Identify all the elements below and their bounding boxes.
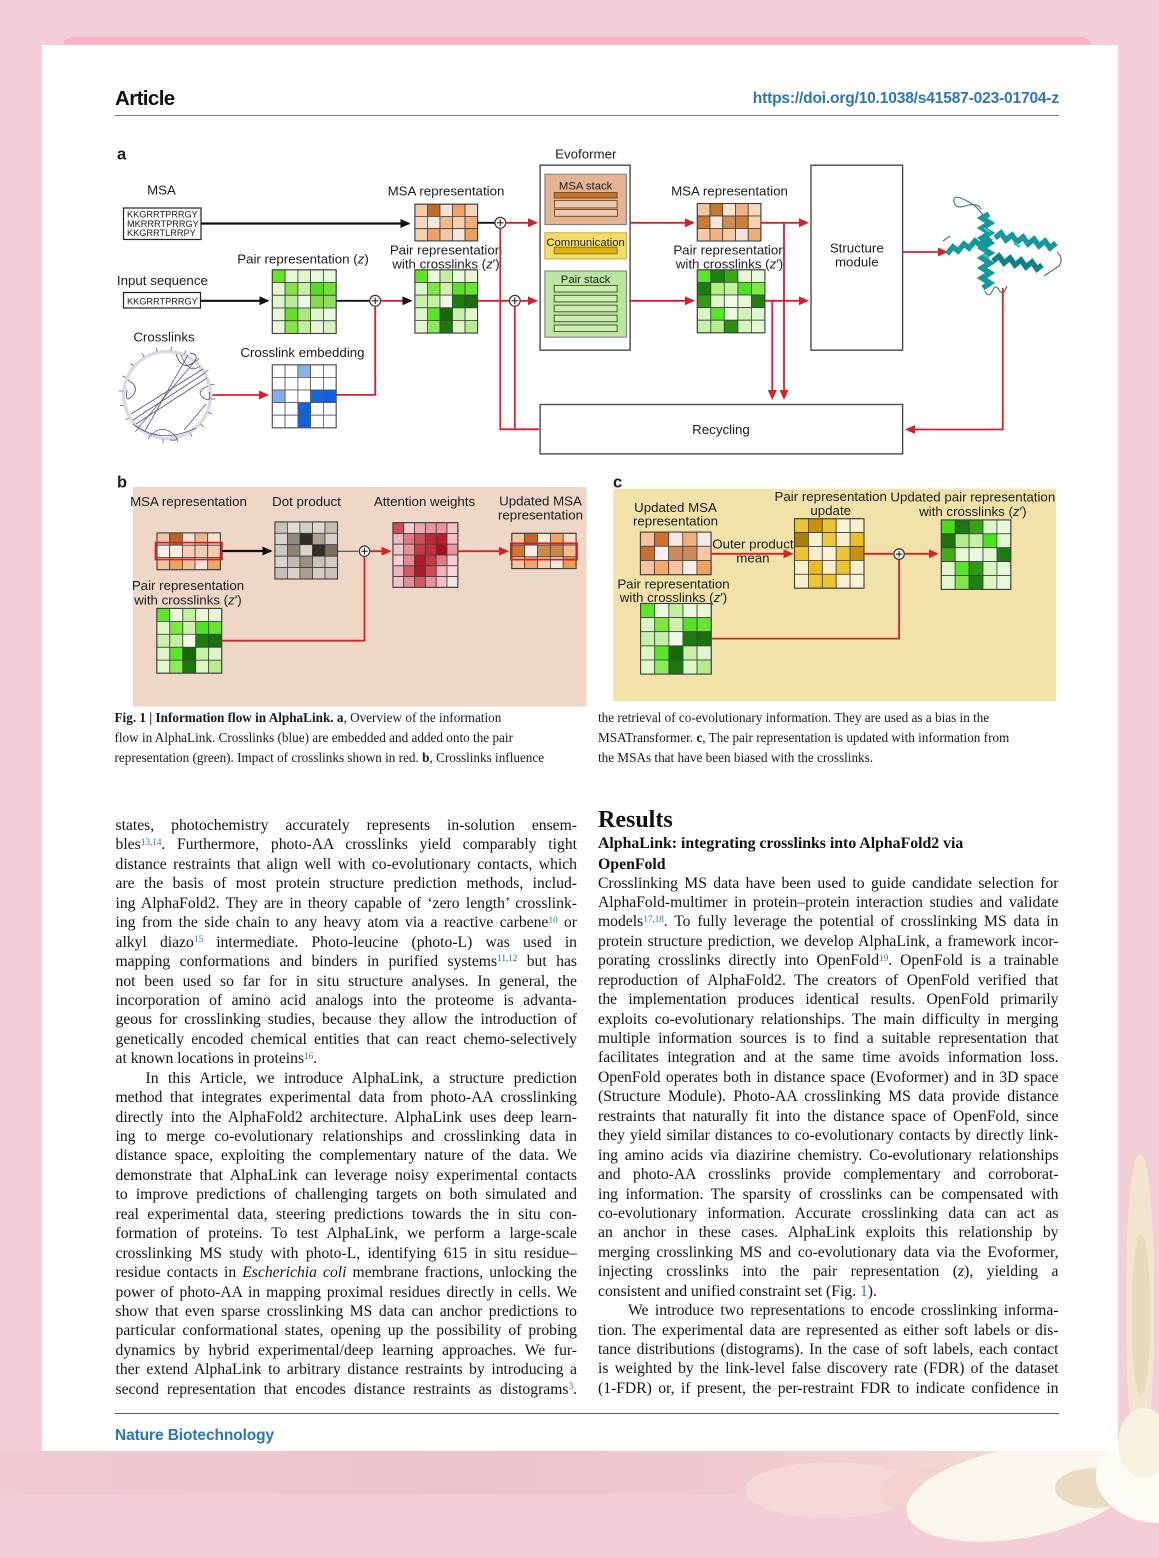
svg-text:MSA representation: MSA representation — [671, 184, 788, 199]
svg-text:Pair representation: Pair representation — [673, 242, 785, 257]
svg-text:Attention weights: Attention weights — [374, 494, 476, 509]
svg-text:Structure: Structure — [830, 241, 884, 256]
svg-text:c: c — [613, 474, 622, 492]
svg-text:MSA representation: MSA representation — [388, 184, 505, 199]
svg-text:MSA: MSA — [147, 183, 176, 198]
svg-text:b: b — [117, 474, 127, 492]
svg-text:Pair representation: Pair representation — [775, 489, 887, 504]
svg-text:Pair representation: Pair representation — [132, 578, 244, 593]
svg-text:a: a — [117, 146, 127, 164]
svg-text:Pair representation: Pair representation — [617, 576, 729, 591]
svg-text:Pair representation (z): Pair representation (z) — [237, 251, 369, 266]
svg-text:module: module — [835, 255, 879, 270]
svg-text:with crosslinks (z′): with crosslinks (z′) — [918, 504, 1026, 519]
svg-text:with crosslinks (z′): with crosslinks (z′) — [133, 592, 241, 607]
svg-text:Pair stack: Pair stack — [561, 274, 611, 286]
svg-text:Crosslink embedding: Crosslink embedding — [240, 345, 364, 360]
svg-text:Updated MSA: Updated MSA — [499, 493, 582, 508]
svg-text:KKGRRTLRRPY: KKGRRTLRRPY — [127, 228, 196, 238]
svg-text:KKGRRTPRRGY: KKGRRTPRRGY — [127, 296, 198, 306]
svg-text:Outer product: Outer product — [712, 537, 794, 552]
svg-text:Pair representation: Pair representation — [390, 242, 502, 257]
svg-text:Recycling: Recycling — [692, 422, 750, 437]
svg-text:representation: representation — [633, 513, 718, 528]
svg-text:Crosslinks: Crosslinks — [133, 330, 195, 345]
svg-text:Input sequence: Input sequence — [117, 273, 208, 288]
svg-text:with crosslinks (z′): with crosslinks (z′) — [391, 256, 499, 271]
svg-text:with crosslinks (z′): with crosslinks (z′) — [619, 590, 727, 605]
svg-text:MSA representation: MSA representation — [130, 494, 247, 509]
svg-text:with crosslinks (z′): with crosslinks (z′) — [675, 256, 783, 271]
svg-text:Dot product: Dot product — [272, 494, 341, 509]
svg-text:representation: representation — [498, 508, 583, 523]
svg-text:update: update — [810, 503, 851, 518]
svg-text:Evoformer: Evoformer — [555, 147, 617, 162]
svg-text:MSA stack: MSA stack — [559, 180, 613, 192]
svg-text:Updated pair representation: Updated pair representation — [890, 490, 1055, 505]
